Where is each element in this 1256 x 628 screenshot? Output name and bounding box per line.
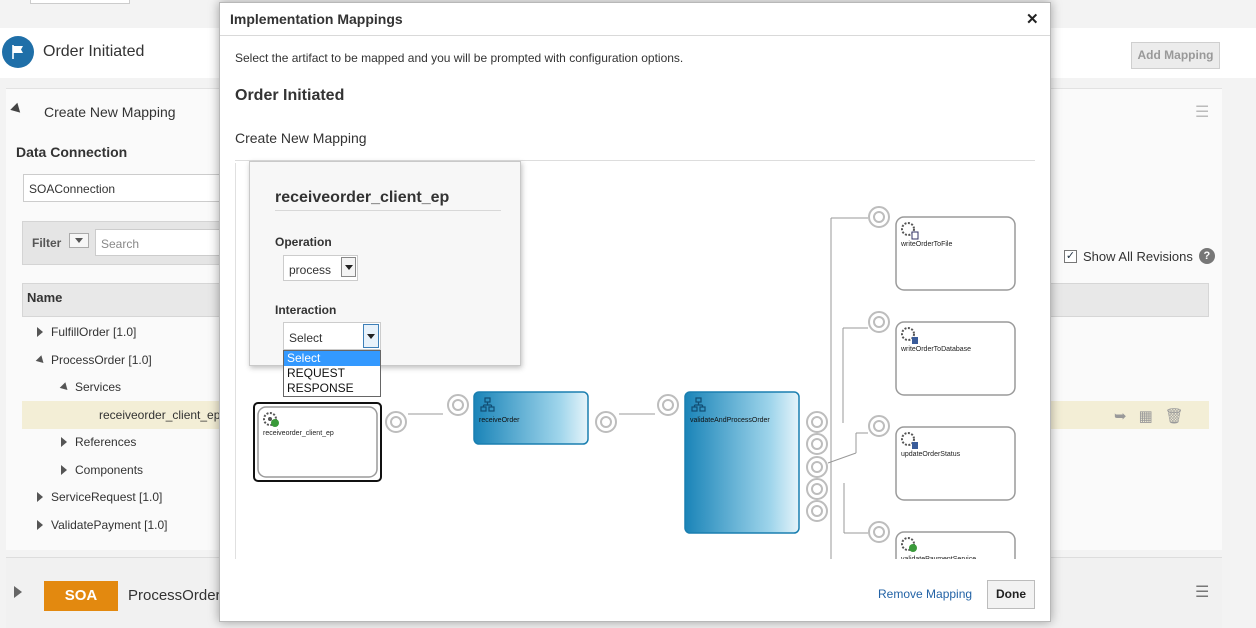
- node-label: writeOrderToDatabase: [900, 346, 971, 353]
- done-button[interactable]: Done: [987, 580, 1035, 609]
- soa-badge: SOA: [44, 581, 118, 611]
- checkbox-checked-icon[interactable]: ✓: [1064, 249, 1077, 263]
- process-icon: [480, 397, 495, 412]
- node-label: writeOrderToFile: [900, 241, 952, 248]
- tree-item-label: FulfillOrder [1.0]: [51, 325, 137, 339]
- dialog-title: Implementation Mappings: [230, 11, 403, 27]
- tree-item-label: References: [75, 435, 137, 449]
- bottom-title: ProcessOrder: [128, 587, 221, 604]
- node-update-order-status[interactable]: updateOrderStatus: [895, 426, 1016, 501]
- dropdown-option-request[interactable]: REQUEST: [287, 366, 346, 380]
- tree-item[interactable]: ValidatePayment [1.0]: [37, 518, 168, 532]
- section-title: Create New Mapping: [44, 104, 176, 120]
- tree-item-label: ServiceRequest [1.0]: [51, 490, 163, 504]
- node-receiveorder-client-ep[interactable]: receiveorder_client_ep: [253, 402, 382, 482]
- node-label: receiveorder_client_ep: [263, 430, 334, 437]
- interaction-label: Interaction: [275, 303, 337, 317]
- grid-map-icon[interactable]: ▦: [1138, 408, 1153, 425]
- page-title: Order Initiated: [43, 43, 145, 60]
- data-connection-label: Data Connection: [16, 144, 128, 160]
- menu-icon[interactable]: ☰: [1195, 104, 1210, 121]
- remove-mapping-link[interactable]: Remove Mapping: [878, 587, 973, 601]
- filter-label: Filter: [32, 236, 62, 250]
- tree-item[interactable]: Services: [59, 380, 122, 394]
- composite-diagram: receiveorder_client_ep receiveOrder vali…: [235, 163, 1035, 559]
- process-icon: [691, 397, 706, 412]
- gear-service-icon: [901, 537, 917, 552]
- tree-item-label: ProcessOrder [1.0]: [51, 353, 152, 367]
- node-validate-payment-service[interactable]: validatePaymentService: [895, 531, 1016, 559]
- node-validate-and-process-order[interactable]: validateAndProcessOrder: [684, 391, 800, 534]
- tree-item-label: ValidatePayment [1.0]: [51, 518, 168, 532]
- dropdown-option-response[interactable]: RESPONSE: [287, 381, 354, 395]
- expand-icon[interactable]: [61, 437, 67, 447]
- dropdown-option-select[interactable]: Select: [284, 351, 380, 366]
- gear-service-icon: [263, 412, 279, 427]
- help-icon[interactable]: ?: [1198, 248, 1215, 264]
- top-control[interactable]: [30, 0, 130, 4]
- tree-item-label: Services: [75, 380, 122, 394]
- chevron-down-icon[interactable]: [341, 257, 356, 277]
- node-label: validatePaymentService: [901, 556, 976, 559]
- interaction-dropdown-list: Select REQUEST RESPONSE: [283, 350, 381, 397]
- search-input[interactable]: Search: [95, 229, 225, 256]
- divider: [235, 160, 1035, 161]
- chevron-down-icon[interactable]: [363, 324, 379, 348]
- tree-item[interactable]: ServiceRequest [1.0]: [37, 490, 162, 504]
- map-arrow-icon[interactable]: ➥: [1114, 408, 1127, 425]
- tree-item[interactable]: Components: [61, 463, 143, 477]
- collapse-icon[interactable]: [59, 382, 71, 393]
- expand-icon[interactable]: [14, 586, 22, 598]
- diagram-svg: receiveorder_client_ep receiveOrder vali…: [253, 206, 1016, 559]
- show-all-revisions[interactable]: ✓ Show All Revisions ?: [1064, 248, 1215, 264]
- endpoint-config-popup: receiveorder_client_ep Operation process…: [249, 161, 521, 366]
- node-label: validateAndProcessOrder: [690, 417, 770, 424]
- flag-icon: [2, 36, 34, 68]
- data-connection-select[interactable]: SOAConnection: [23, 174, 223, 202]
- node-label: receiveOrder: [479, 417, 520, 424]
- show-all-revisions-label: Show All Revisions: [1083, 248, 1193, 264]
- expand-icon[interactable]: [37, 327, 43, 337]
- close-icon[interactable]: ✕: [1026, 11, 1039, 28]
- tree-item-label: Components: [75, 463, 144, 477]
- expand-icon[interactable]: [37, 492, 43, 502]
- popup-title: receiveorder_client_ep: [275, 189, 450, 206]
- tree-item[interactable]: ProcessOrder [1.0]: [35, 353, 152, 367]
- node-write-order-to-file[interactable]: writeOrderToFile: [895, 216, 1016, 291]
- add-mapping-button[interactable]: Add Mapping: [1131, 42, 1220, 69]
- section-title: Create New Mapping: [235, 130, 367, 146]
- column-header-name: Name: [27, 290, 63, 305]
- node-write-order-to-database[interactable]: writeOrderToDatabase: [895, 321, 1016, 396]
- trash-icon[interactable]: 🗑: [1164, 408, 1184, 425]
- connector: [827, 452, 857, 464]
- order-title: Order Initiated: [235, 87, 345, 104]
- divider: [220, 35, 1050, 36]
- gear-file-icon: [901, 222, 919, 240]
- port-rings: [385, 206, 890, 543]
- instruction-text: Select the artifact to be mapped and you…: [235, 51, 684, 65]
- collapse-icon[interactable]: [35, 355, 47, 366]
- divider: [275, 210, 501, 211]
- expand-icon[interactable]: [61, 465, 67, 475]
- operation-label: Operation: [275, 235, 332, 249]
- node-receive-order[interactable]: receiveOrder: [473, 391, 589, 445]
- row-actions: ➥ ▦ 🗑: [1114, 407, 1184, 425]
- tree-item[interactable]: References: [61, 435, 136, 449]
- menu-icon[interactable]: ☰: [1195, 584, 1210, 601]
- expand-icon[interactable]: [37, 520, 43, 530]
- tree-item[interactable]: receiveorder_client_ep: [99, 408, 220, 422]
- filter-dropdown[interactable]: [69, 233, 89, 248]
- tree-item-label: receiveorder_client_ep: [99, 408, 221, 422]
- gear-database-icon: [901, 432, 918, 449]
- tree-item[interactable]: FulfillOrder [1.0]: [37, 325, 136, 339]
- node-label: updateOrderStatus: [901, 451, 961, 458]
- gear-database-icon: [901, 327, 918, 344]
